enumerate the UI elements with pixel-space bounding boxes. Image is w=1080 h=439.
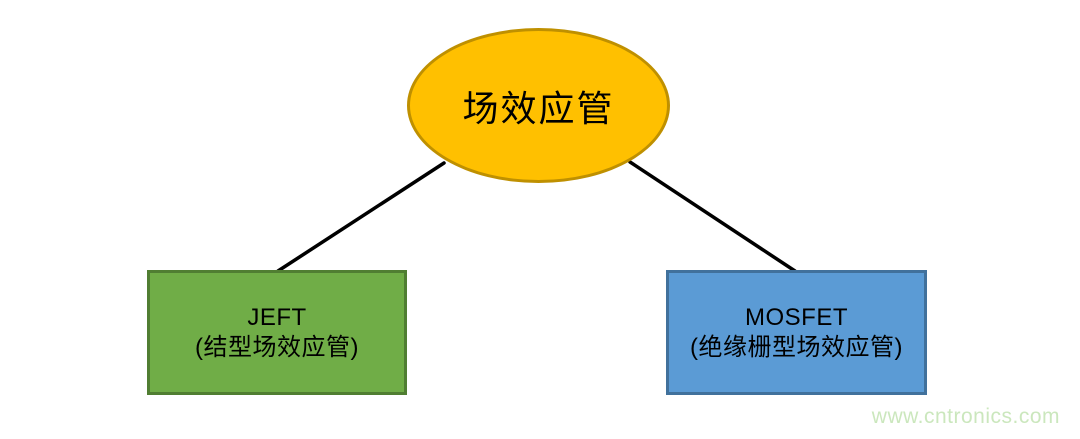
root-node-label: 场效应管 [462, 87, 615, 129]
connector-line-right [628, 160, 797, 273]
child-node-jeft: JEFT (结型场效应管) [147, 270, 407, 395]
child-node-mosfet-fullname: (绝缘栅型场效应管) [690, 333, 903, 361]
child-node-jeft-abbr: JEFT [247, 304, 307, 332]
child-node-mosfet-abbr: MOSFET [745, 304, 848, 332]
root-node-ellipse: 场效应管 [407, 28, 670, 183]
child-node-mosfet: MOSFET (绝缘栅型场效应管) [666, 270, 927, 395]
child-node-jeft-fullname: (结型场效应管) [195, 333, 359, 361]
watermark-text: www.cntronics.com [871, 405, 1060, 428]
connector-line-left [276, 161, 446, 273]
